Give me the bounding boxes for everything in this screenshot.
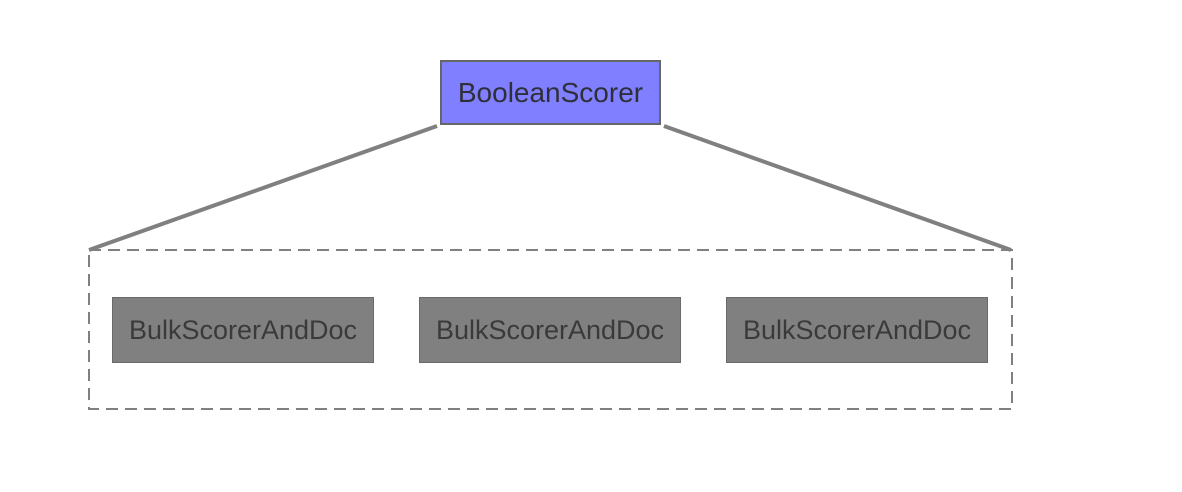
boolean-scorer-node: BooleanScorer	[440, 60, 661, 125]
connector-right	[663, 124, 1012, 252]
bulk-scorer-and-doc-node: BulkScorerAndDoc	[419, 297, 681, 363]
boolean-scorer-label: BooleanScorer	[457, 76, 644, 108]
group-container	[88, 249, 1013, 410]
bulk-scorer-and-doc-label: BulkScorerAndDoc	[435, 314, 665, 345]
bulk-scorer-and-doc-label: BulkScorerAndDoc	[742, 314, 972, 345]
bulk-scorer-and-doc-node: BulkScorerAndDoc	[112, 297, 374, 363]
bulk-scorer-and-doc-label: BulkScorerAndDoc	[128, 314, 358, 345]
connector-left	[88, 124, 438, 252]
bulk-scorer-and-doc-node: BulkScorerAndDoc	[726, 297, 988, 363]
